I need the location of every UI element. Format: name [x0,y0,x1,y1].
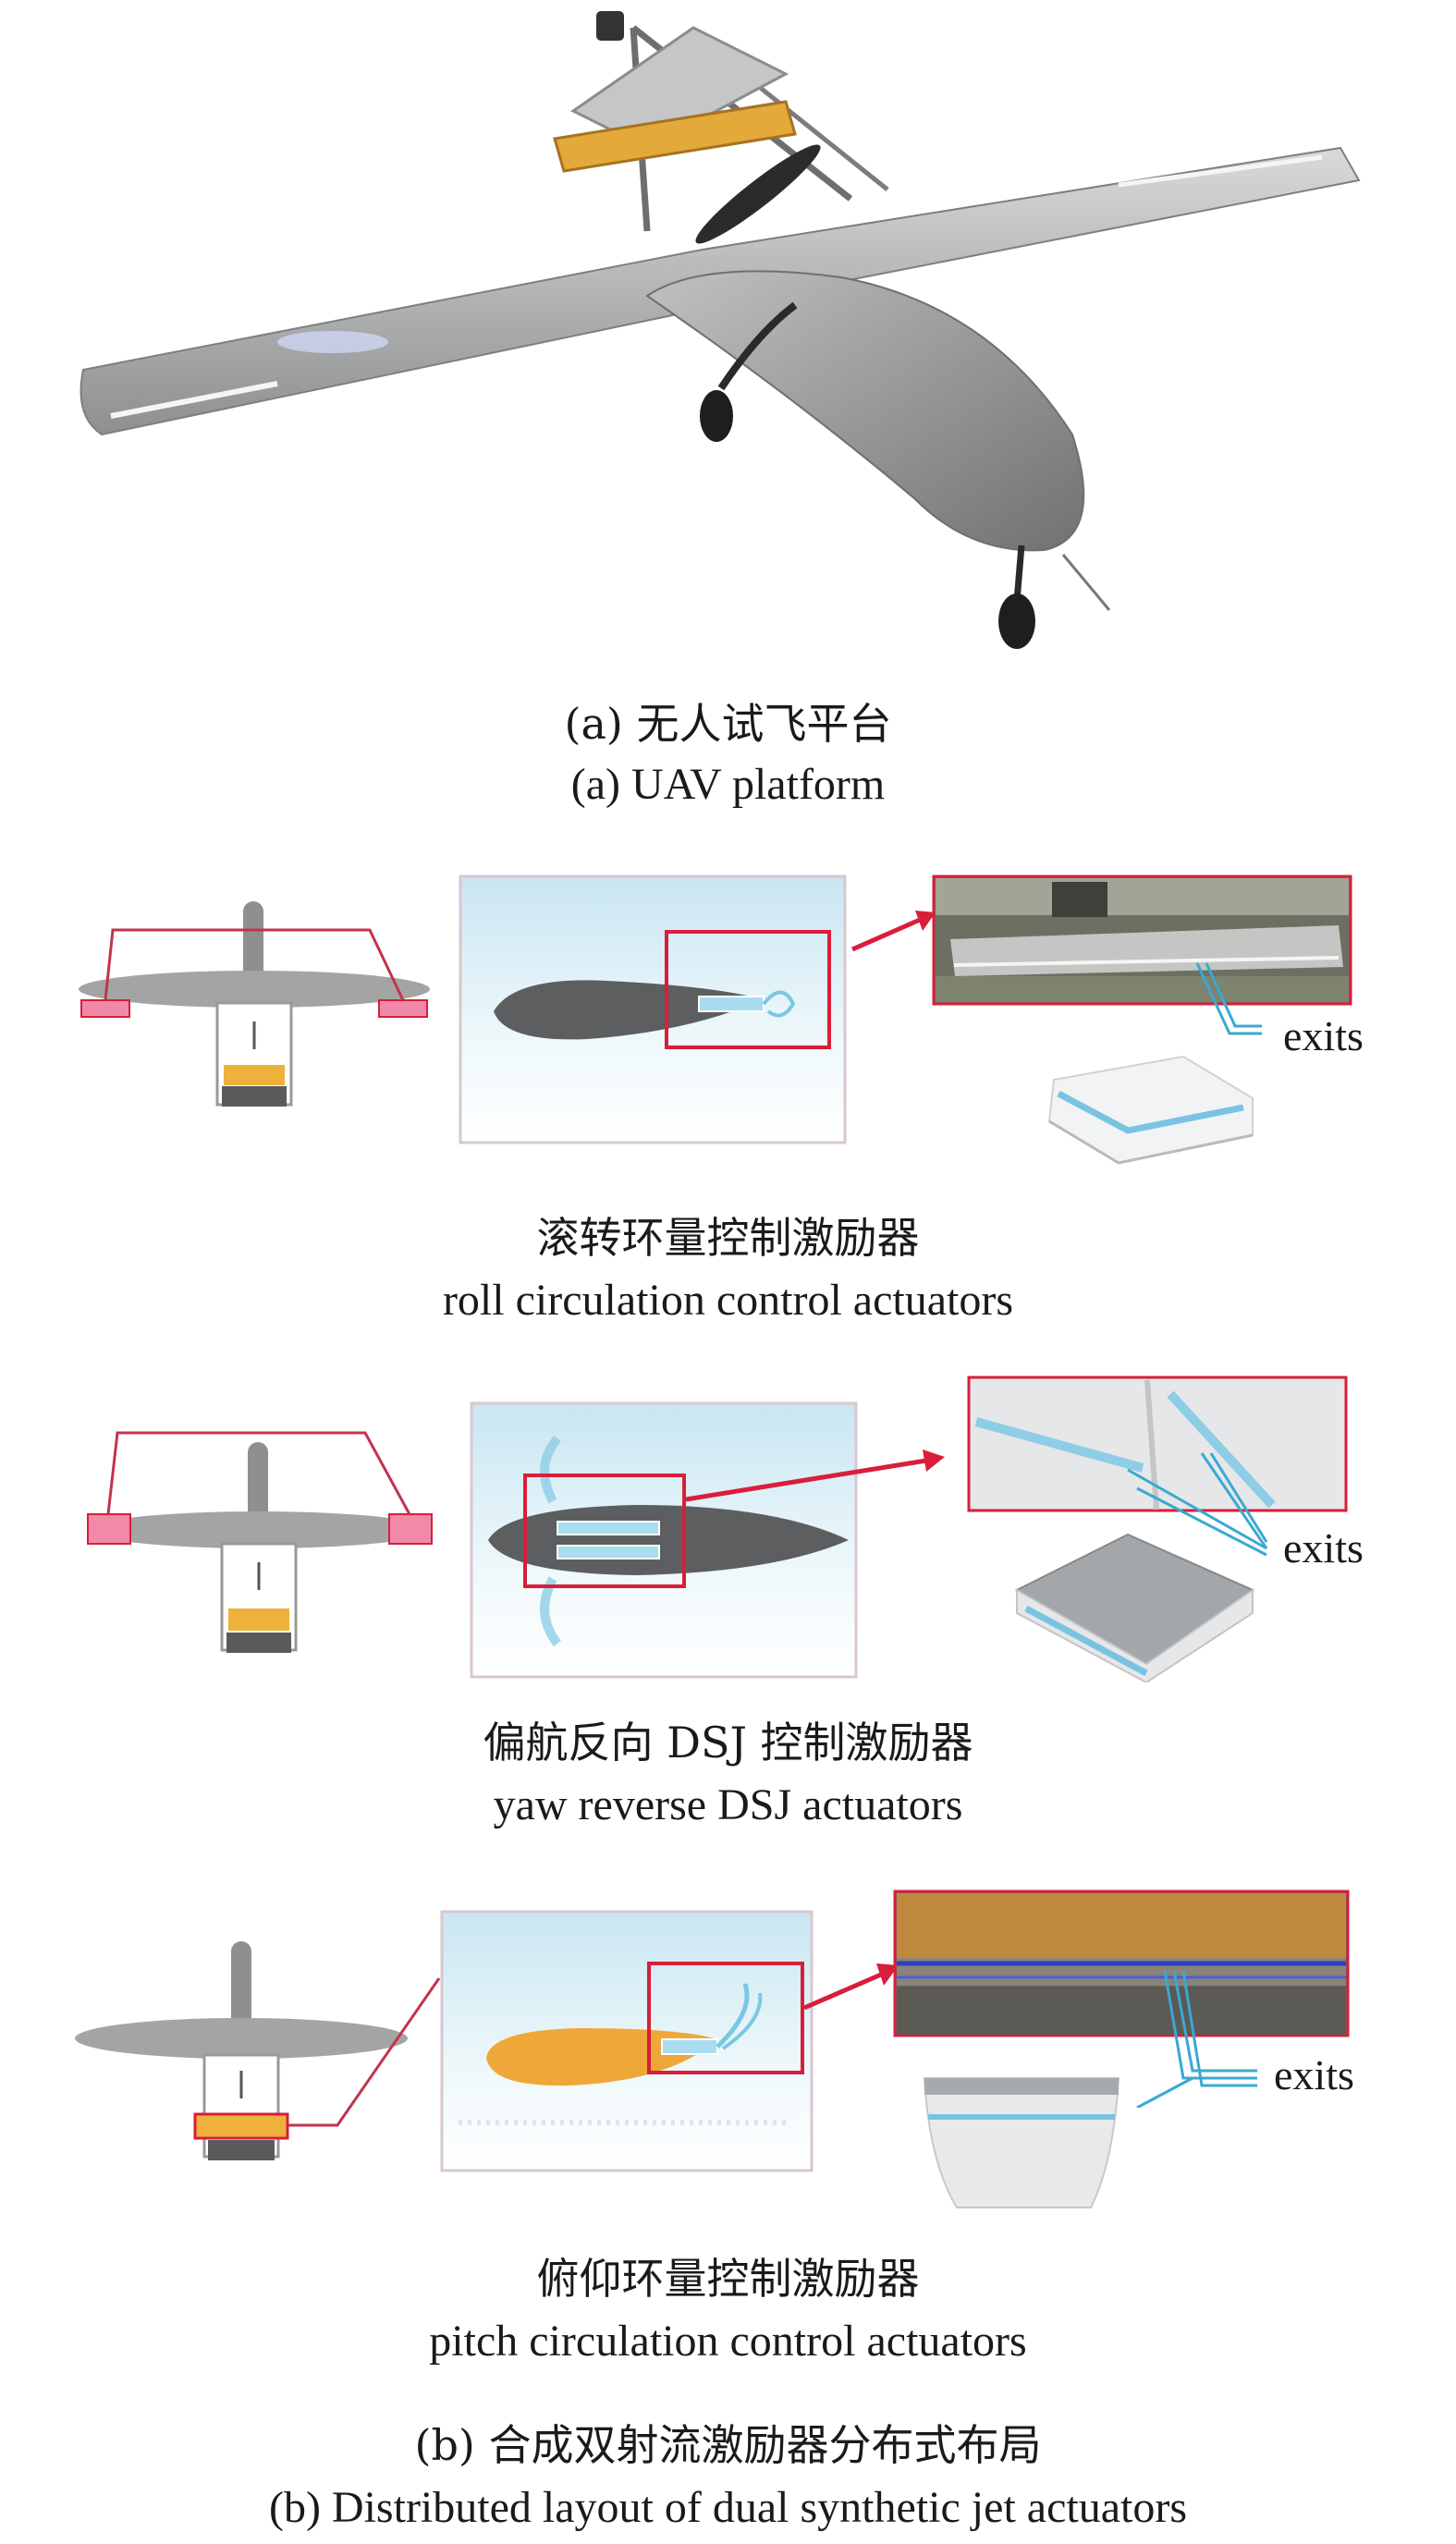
panel-a-caption-en: (a) UAV platform [570,760,886,809]
pitch-caption-en: pitch circulation control actuators [429,2317,1027,2366]
yaw-aircraft-schematic [87,1431,433,1653]
roll-aircraft-schematic [79,901,430,1107]
roll-arrow [850,911,936,952]
pitch-actuator-render [923,2077,1120,2208]
pitch-aircraft-schematic [75,1941,441,2160]
roll-exits-leaders [1195,962,1262,1035]
uav-photo [80,11,1361,649]
panel-b-caption-zh: (b) 合成双射流激励器分布式布局 [414,2420,1042,2470]
roll-actuator-render [1047,1055,1254,1165]
pitch-caption-zh: 俯仰环量控制激励器 [536,2254,920,2304]
yaw-actuator-render [1014,1533,1255,1682]
yaw-airfoil-panel [470,1401,858,1679]
panel-b-caption-en: (b) Distributed layout of dual synthetic… [268,2483,1188,2532]
roll-detail-photo [932,874,1352,1006]
yaw-caption-en: yaw reverse DSJ actuators [493,1780,963,1829]
pitch-detail-photo [893,1890,1350,2037]
roll-airfoil-panel [459,874,847,1144]
roll-caption-en: roll circulation control actuators [442,1276,1014,1325]
yaw-exits-leaders [1127,1452,1268,1557]
panel-a-caption-zh: (a) 无人试飞平台 [564,699,892,749]
pitch-exits-label: exits [1274,2051,1354,2098]
pitch-exits-leaders [1136,1970,1257,2108]
pitch-arrow [803,1963,899,2011]
yaw-exits-label: exits [1283,1524,1364,1572]
yaw-arrow [685,1449,945,1502]
yaw-detail-photo [967,1376,1348,1512]
roll-caption-zh: 滚转环量控制激励器 [536,1213,920,1263]
roll-exits-label: exits [1283,1012,1364,1059]
pitch-airfoil-panel [440,1910,814,2172]
yaw-caption-zh: 偏航反向 DSJ 控制激励器 [483,1718,973,1767]
